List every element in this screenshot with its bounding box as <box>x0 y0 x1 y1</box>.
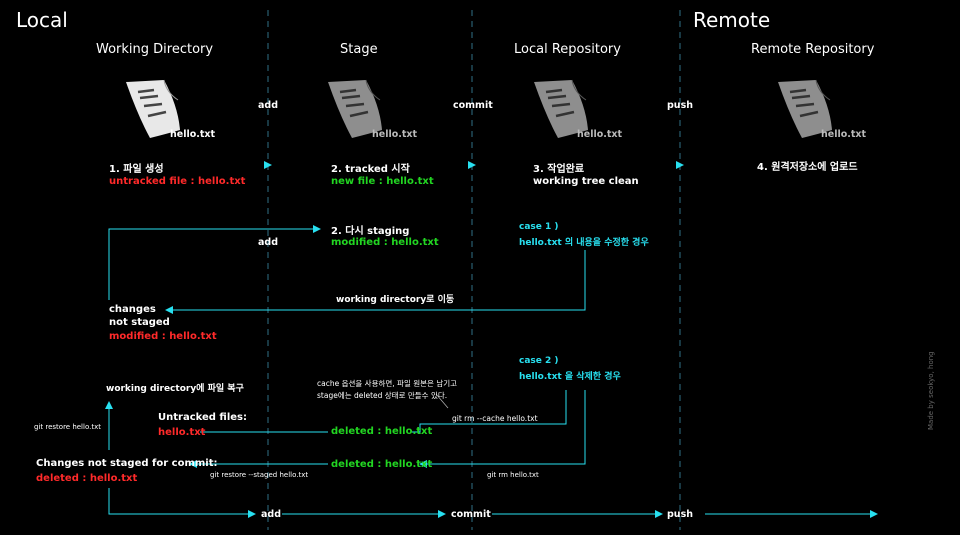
column-remote-repository: Remote Repository <box>751 42 875 57</box>
document-icon-local-repo <box>534 79 588 138</box>
op-push-bottom: push <box>667 509 693 520</box>
changes-status: modified : hello.txt <box>109 331 217 342</box>
op-commit-top: commit <box>453 100 493 111</box>
arrow-add-again <box>108 225 321 300</box>
file-label-working: hello.txt <box>170 129 216 140</box>
op-add-mid: add <box>258 237 279 248</box>
watermark: Made by seokyo, hong <box>927 351 935 430</box>
op-add-bottom: add <box>261 509 282 520</box>
column-stage: Stage <box>340 42 378 57</box>
git-rm-label: git rm hello.txt <box>487 471 539 479</box>
step2-title: 2. tracked 시작 <box>331 164 410 175</box>
step4-title: 4. 원격저장소에 업로드 <box>757 162 858 173</box>
untracked-title: Untracked files: <box>158 412 248 423</box>
deleted-status-1: deleted : hello.txt <box>331 426 433 437</box>
step3-status: working tree clean <box>533 176 639 187</box>
git-rm-cache-label: git rm --cache hello.txt <box>452 414 538 423</box>
document-icon-working <box>126 79 180 138</box>
title-remote: Remote <box>693 8 771 32</box>
case2-desc: hello.txt 을 삭제한 경우 <box>519 372 621 382</box>
cache-note-1: cache 옵션을 사용하면, 파일 원본은 남기고 <box>317 379 458 388</box>
op-add-top: add <box>258 100 279 111</box>
column-local-repository: Local Repository <box>514 42 621 57</box>
column-working-directory: Working Directory <box>96 42 214 57</box>
case2-title: case 2 ) <box>519 356 559 366</box>
step2b-title: 2. 다시 staging <box>331 226 410 237</box>
note-pointer <box>435 393 449 409</box>
bottom-line-1 <box>108 488 256 518</box>
changes-label-1: changes <box>109 304 156 315</box>
changes-commit-title: Changes not staged for commit: <box>36 458 218 469</box>
case1-title: case 1 ) <box>519 222 559 232</box>
step3-title: 3. 작업완료 <box>533 164 585 175</box>
deleted-status-red: deleted : hello.txt <box>36 473 138 484</box>
arrow-rm-cache <box>412 390 567 433</box>
title-local: Local <box>16 8 68 32</box>
step1-status: untracked file : hello.txt <box>109 176 246 187</box>
step1-title: 1. 파일 생성 <box>109 164 164 175</box>
git-restore-staged-label: git restore --staged hello.txt <box>210 471 309 479</box>
op-push-top: push <box>667 100 693 111</box>
cache-note-2: stage에는 deleted 상태로 만들수 있다. <box>317 391 448 400</box>
file-label-remote-repo: hello.txt <box>821 129 867 140</box>
op-commit-bottom: commit <box>451 509 491 520</box>
to-workdir-label: working directory로 이동 <box>336 295 455 305</box>
arrowhead-push <box>676 161 684 169</box>
step2b-status: modified : hello.txt <box>331 237 439 248</box>
restore-title: working directory에 파일 복구 <box>106 384 244 394</box>
document-icon-stage <box>328 79 382 138</box>
case1-desc: hello.txt 의 내용을 수정한 경우 <box>519 238 649 248</box>
git-restore-label: git restore hello.txt <box>34 423 101 431</box>
file-label-local-repo: hello.txt <box>577 129 623 140</box>
deleted-status-2: deleted : hello.txt <box>331 459 433 470</box>
arrow-case1 <box>165 250 586 314</box>
step2-status: new file : hello.txt <box>331 176 434 187</box>
arrowhead-commit <box>468 161 476 169</box>
arrowhead-add <box>264 161 272 169</box>
changes-label-2: not staged <box>109 317 170 328</box>
arrow-rm <box>419 390 586 468</box>
document-icon-remote-repo <box>778 79 832 138</box>
file-label-stage: hello.txt <box>372 129 418 140</box>
untracked-file: hello.txt <box>158 427 206 438</box>
